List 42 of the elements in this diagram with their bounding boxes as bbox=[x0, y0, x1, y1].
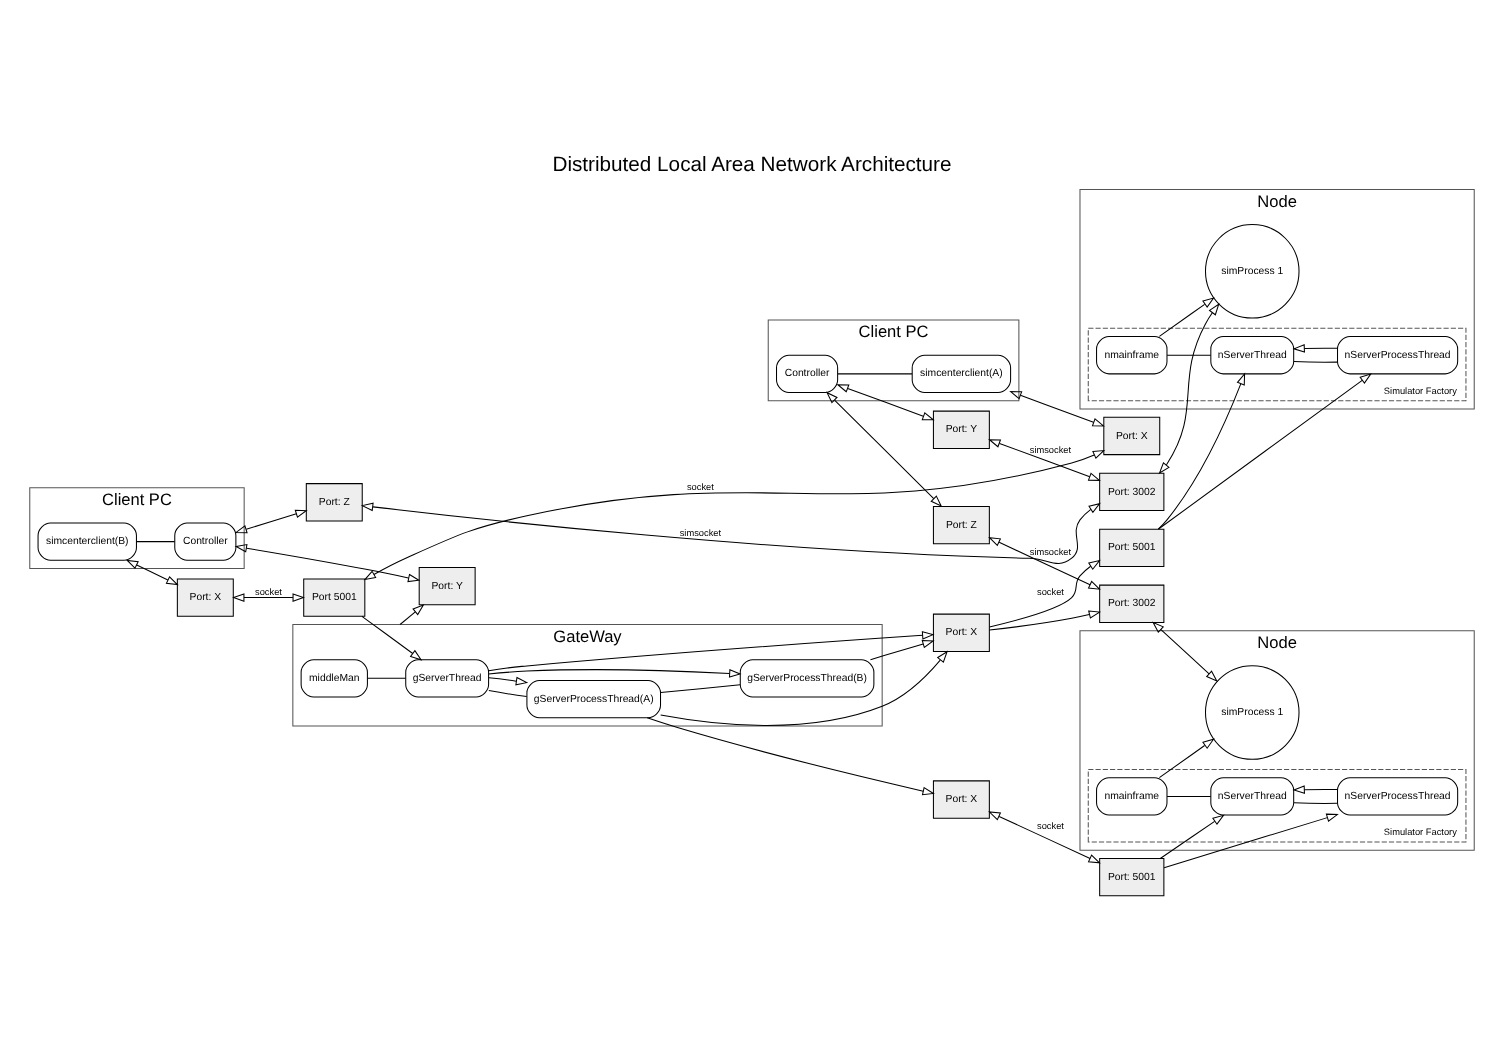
arrow bbox=[363, 448, 1106, 580]
arrow bbox=[1292, 784, 1338, 794]
arrow bbox=[488, 668, 742, 677]
arrow bbox=[1159, 813, 1225, 858]
arrow bbox=[1157, 371, 1246, 529]
arrow bbox=[488, 675, 529, 685]
arrow bbox=[232, 592, 305, 601]
arrow bbox=[1158, 737, 1215, 778]
connector bbox=[660, 683, 741, 693]
arrow bbox=[1158, 296, 1215, 336]
arrow bbox=[989, 609, 1102, 630]
arrow bbox=[125, 558, 179, 585]
connector bbox=[488, 689, 528, 697]
arrow bbox=[989, 558, 1101, 627]
arrow bbox=[361, 614, 423, 660]
connector bbox=[1293, 801, 1338, 803]
arrow bbox=[988, 810, 1101, 863]
arrow bbox=[988, 536, 1101, 589]
arrow bbox=[1158, 302, 1220, 474]
arrow bbox=[399, 603, 425, 624]
arrow bbox=[1009, 390, 1105, 426]
arrow bbox=[988, 438, 1101, 480]
connector bbox=[837, 372, 913, 374]
connector bbox=[1166, 353, 1212, 355]
arrow bbox=[869, 638, 935, 660]
connector bbox=[1166, 794, 1212, 796]
arrow bbox=[1152, 620, 1218, 681]
connector bbox=[367, 676, 407, 678]
diagram-title: Distributed Local Area Network Architecture bbox=[552, 153, 952, 176]
arrow bbox=[836, 383, 935, 420]
arrow bbox=[825, 390, 943, 507]
arrow bbox=[234, 542, 421, 582]
arrow bbox=[660, 649, 949, 726]
connector bbox=[1293, 360, 1338, 362]
arrow bbox=[646, 716, 935, 795]
arrow bbox=[1163, 812, 1339, 868]
arrow bbox=[1158, 372, 1372, 529]
arrow bbox=[234, 508, 308, 533]
arrow bbox=[488, 630, 935, 671]
connector bbox=[135, 540, 176, 542]
arrow bbox=[360, 501, 1101, 564]
arrow bbox=[1292, 343, 1338, 352]
